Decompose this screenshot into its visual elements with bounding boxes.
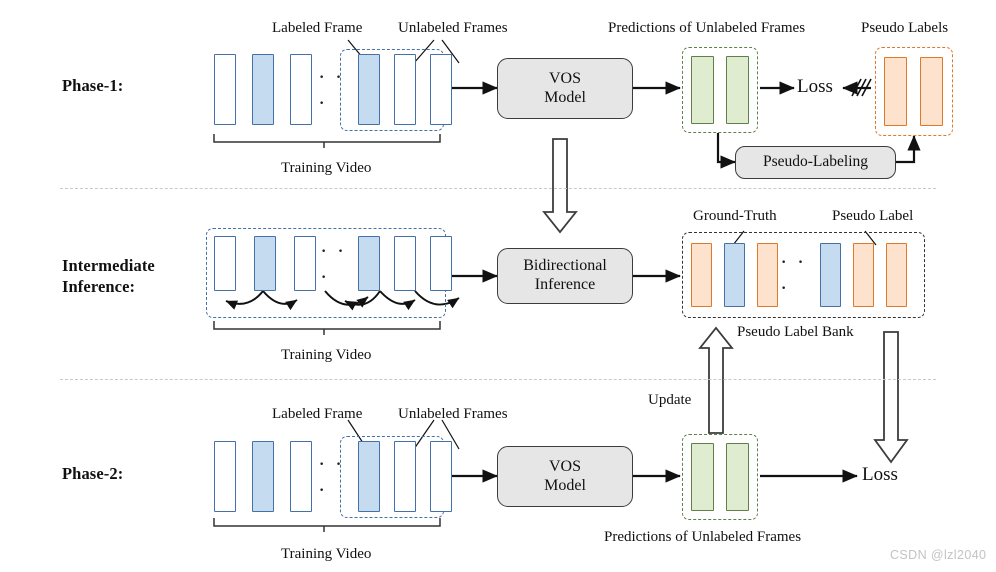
predictions-group-box-p1 (682, 47, 758, 133)
caption-pseudo-labels-p1: Pseudo Labels (861, 20, 949, 36)
frame-unlabeled-white (394, 441, 416, 512)
phase2-label: Phase-2: (62, 464, 124, 483)
bidirectional-inference-box[interactable]: Bidirectional Inference (497, 248, 633, 304)
frame-ellipsis: · · · (320, 237, 347, 289)
prediction-frame-green (691, 56, 714, 124)
prediction-strip-phase1 (691, 56, 749, 124)
intermediate-label: Intermediate Inference: (62, 256, 155, 296)
prediction-frame-green (691, 443, 714, 511)
block-arrow-phase1-to-intermediate (542, 138, 578, 234)
bank-item-pseudo-orange (853, 243, 874, 307)
caption-training-video-p2: Training Video (281, 546, 372, 562)
pseudo-labels-group-box-p1 (875, 47, 953, 136)
pseudo-label-strip-phase1 (884, 57, 943, 126)
frame-white (290, 54, 312, 125)
bank-item-pseudo-orange (691, 243, 712, 307)
divider-1 (60, 188, 936, 189)
caption-pseudo-label-bank: Pseudo Label Bank (737, 324, 854, 340)
frame-strip-phase1: · · · (214, 54, 452, 125)
caption-predictions-p1: Predictions of Unlabeled Frames (608, 20, 806, 36)
vos-model-box-p2[interactable]: VOS Model (497, 446, 633, 507)
frame-white (214, 236, 236, 291)
block-arrow-bank-to-loss (873, 331, 909, 464)
frame-unlabeled-white (430, 441, 452, 512)
bank-item-groundtruth-blue (820, 243, 841, 307)
brace-training-video-p2 (213, 518, 441, 532)
arrow-pred-to-pseudolabeling (716, 133, 736, 169)
frame-labeled-blue (254, 236, 276, 291)
frame-white (214, 54, 236, 125)
caption-pseudo-label: Pseudo Label (832, 208, 914, 224)
frame-labeled-blue (252, 441, 274, 512)
brace-training-video-intermediate (213, 321, 441, 335)
bank-item-groundtruth-blue (724, 243, 745, 307)
caption-ground-truth: Ground-Truth (693, 208, 777, 224)
bank-item-pseudo-orange (886, 243, 907, 307)
frame-white (430, 236, 452, 291)
caption-labeled-frame-p1: Labeled Frame (272, 20, 363, 36)
caption-unlabeled-frames-p1: Unlabeled Frames (398, 20, 508, 36)
frame-labeled-blue (252, 54, 274, 125)
vos-model-box-p1[interactable]: VOS Model (497, 58, 633, 119)
frame-white (294, 236, 316, 291)
divider-2 (60, 379, 936, 380)
prediction-frame-green (726, 56, 749, 124)
caption-labeled-frame-p2: Labeled Frame (272, 406, 363, 422)
frame-white (394, 236, 416, 291)
arrow-pseudolabeling-to-pseudolabels (896, 135, 921, 164)
stop-gradient-ticks (851, 78, 872, 97)
frame-strip-phase2: · · · (214, 441, 452, 512)
bank-item-pseudo-orange (757, 243, 778, 307)
pseudo-label-frame-orange (884, 57, 907, 126)
predictions-group-box-p2 (682, 434, 758, 520)
caption-training-video-p1: Training Video (281, 160, 372, 176)
frame-strip-intermediate: · · · (214, 236, 452, 291)
frame-unlabeled-white (394, 54, 416, 125)
frame-ellipsis: · · · (318, 63, 345, 115)
block-arrow-update (698, 326, 734, 434)
watermark: CSDN @lzl2040 (890, 548, 987, 562)
frame-unlabeled-white (430, 54, 452, 125)
pseudo-labeling-box[interactable]: Pseudo-Labeling (735, 146, 896, 179)
caption-predictions-p2: Predictions of Unlabeled Frames (604, 529, 802, 545)
caption-update: Update (648, 392, 692, 408)
frame-labeled-blue (358, 441, 380, 512)
phase1-label: Phase-1: (62, 76, 124, 95)
frame-ellipsis: · · · (318, 450, 345, 502)
frame-white (214, 441, 236, 512)
prediction-strip-phase2 (691, 443, 749, 511)
pseudo-label-bank-strip: · · · (691, 243, 907, 307)
frame-white (290, 441, 312, 512)
prediction-frame-green (726, 443, 749, 511)
frame-labeled-blue (358, 54, 380, 125)
loss-label-p1: Loss (797, 76, 833, 97)
caption-training-video-intermediate: Training Video (281, 347, 372, 363)
frame-labeled-blue (358, 236, 380, 291)
pseudo-label-bank-box (682, 232, 925, 318)
caption-unlabeled-frames-p2: Unlabeled Frames (398, 406, 508, 422)
bank-ellipsis: · · · (780, 249, 807, 300)
loss-label-p2: Loss (862, 464, 898, 485)
brace-training-video-p1 (213, 134, 441, 148)
pseudo-label-frame-orange (920, 57, 943, 126)
